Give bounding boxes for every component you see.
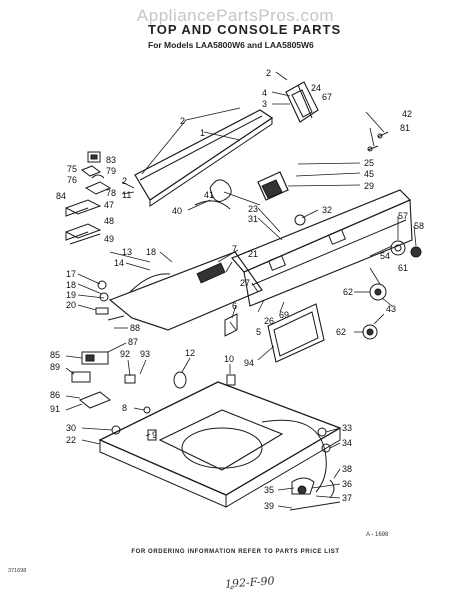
callout-88: 88: [130, 323, 140, 333]
callout-21: 21: [248, 249, 258, 259]
callout-33: 33: [342, 423, 352, 433]
callout-22: 22: [66, 435, 76, 445]
callout-43: 43: [386, 304, 396, 314]
lid-hinge-parts: [95, 280, 125, 321]
callout-23: 23: [248, 204, 258, 214]
callout-79: 79: [106, 166, 116, 176]
callout-67: 67: [322, 92, 332, 102]
wire-harness-upper: [194, 179, 232, 210]
callout-14: 14: [114, 258, 124, 268]
callout-58: 58: [414, 221, 424, 231]
callout-7: 7: [232, 244, 237, 254]
callout-29: 29: [364, 181, 374, 191]
callout-36: 36: [342, 479, 352, 489]
page-number: 4: [230, 586, 233, 592]
callout-17: 17: [66, 269, 76, 279]
callout-13: 13: [122, 247, 132, 257]
callout-86: 86: [50, 390, 60, 400]
callout-27: 27: [240, 278, 250, 288]
callout-92: 92: [120, 349, 130, 359]
callout-83: 83: [106, 155, 116, 165]
console-end-bracket: [285, 81, 319, 123]
lid-panel: [108, 251, 263, 331]
watermark-text: AppliancePartsPros.com: [136, 6, 335, 25]
document-code: 371698: [8, 568, 27, 574]
callout-62: 62: [336, 327, 346, 337]
callout-78: 78: [106, 188, 116, 198]
callout-54: 54: [380, 251, 390, 261]
callout-2: 2: [122, 176, 127, 186]
callout-76: 76: [67, 175, 77, 185]
callout-45: 45: [364, 169, 374, 179]
diagram-reference-id: A - 1698: [366, 532, 389, 538]
timer-block: [257, 171, 289, 201]
callout-42: 42: [402, 109, 412, 119]
callout-3: 3: [262, 99, 267, 109]
ordering-info-note: FOR ORDERING INFORMATION REFER TO PARTS …: [131, 549, 340, 555]
diagram-subtitle: For Models LAA5800W6 and LAA5805W6: [148, 40, 314, 50]
diagram-title: TOP AND CONSOLE PARTS: [148, 22, 342, 37]
callout-40: 40: [172, 206, 182, 216]
screw-pair-right: [367, 131, 389, 152]
callout-32: 32: [322, 205, 332, 215]
callout-26: 26: [264, 316, 274, 326]
callout-85: 85: [50, 350, 60, 360]
callout-47: 47: [104, 200, 114, 210]
selector-switch-blocks: [64, 199, 102, 245]
callout-93: 93: [140, 349, 150, 359]
callout-1: 1: [200, 128, 205, 138]
callout-41: 41: [204, 190, 214, 200]
callout-30: 30: [66, 423, 76, 433]
callout-18: 18: [146, 247, 156, 257]
rear-console-panel: [134, 109, 274, 207]
callout-6: 6: [232, 301, 237, 311]
callout-87: 87: [128, 337, 138, 347]
control-knobs-right: [390, 240, 422, 258]
lid-switch-wiring: [261, 419, 341, 511]
callout-81: 81: [400, 123, 410, 133]
callout-39: 39: [264, 501, 274, 511]
callout-12: 12: [185, 348, 195, 358]
callout-91: 91: [50, 404, 60, 414]
callout-labels: 2 4 3 24 67 42 81 2 1 25 45 29 75 76 83 …: [50, 68, 424, 511]
console-frame: [231, 189, 413, 307]
callout-9: 9: [152, 430, 157, 440]
switch-cluster-left: [80, 151, 112, 195]
callout-69: 69: [279, 310, 289, 320]
callout-2: 2: [266, 68, 271, 78]
callout-8: 8: [122, 403, 127, 413]
callout-61: 61: [398, 263, 408, 273]
callout-75: 75: [67, 164, 77, 174]
callout-31: 31: [248, 214, 258, 224]
callout-35: 35: [264, 485, 274, 495]
callout-57: 57: [398, 211, 408, 221]
callout-10: 10: [224, 354, 234, 364]
callout-37: 37: [342, 493, 352, 503]
callout-38: 38: [342, 464, 352, 474]
callout-49: 49: [104, 234, 114, 244]
access-cover-plate: [267, 303, 325, 363]
callout-84: 84: [56, 191, 66, 201]
callout-89: 89: [50, 362, 60, 372]
callout-94: 94: [244, 358, 254, 368]
callout-11: 11: [122, 190, 131, 200]
callout-18: 18: [66, 280, 76, 290]
callout-25: 25: [364, 158, 374, 168]
callout-2: 2: [180, 116, 185, 126]
callout-20: 20: [66, 300, 76, 310]
callout-4: 4: [262, 88, 267, 98]
callout-leader-lines: [65, 71, 417, 509]
callout-19: 19: [66, 290, 76, 300]
callout-48: 48: [104, 216, 114, 226]
lid-switch-assembly: [71, 351, 111, 409]
drive-gears: [362, 283, 387, 340]
callout-62: 62: [343, 287, 353, 297]
callout-5: 5: [256, 327, 261, 337]
callout-24: 24: [311, 83, 321, 93]
callout-34: 34: [342, 438, 352, 448]
